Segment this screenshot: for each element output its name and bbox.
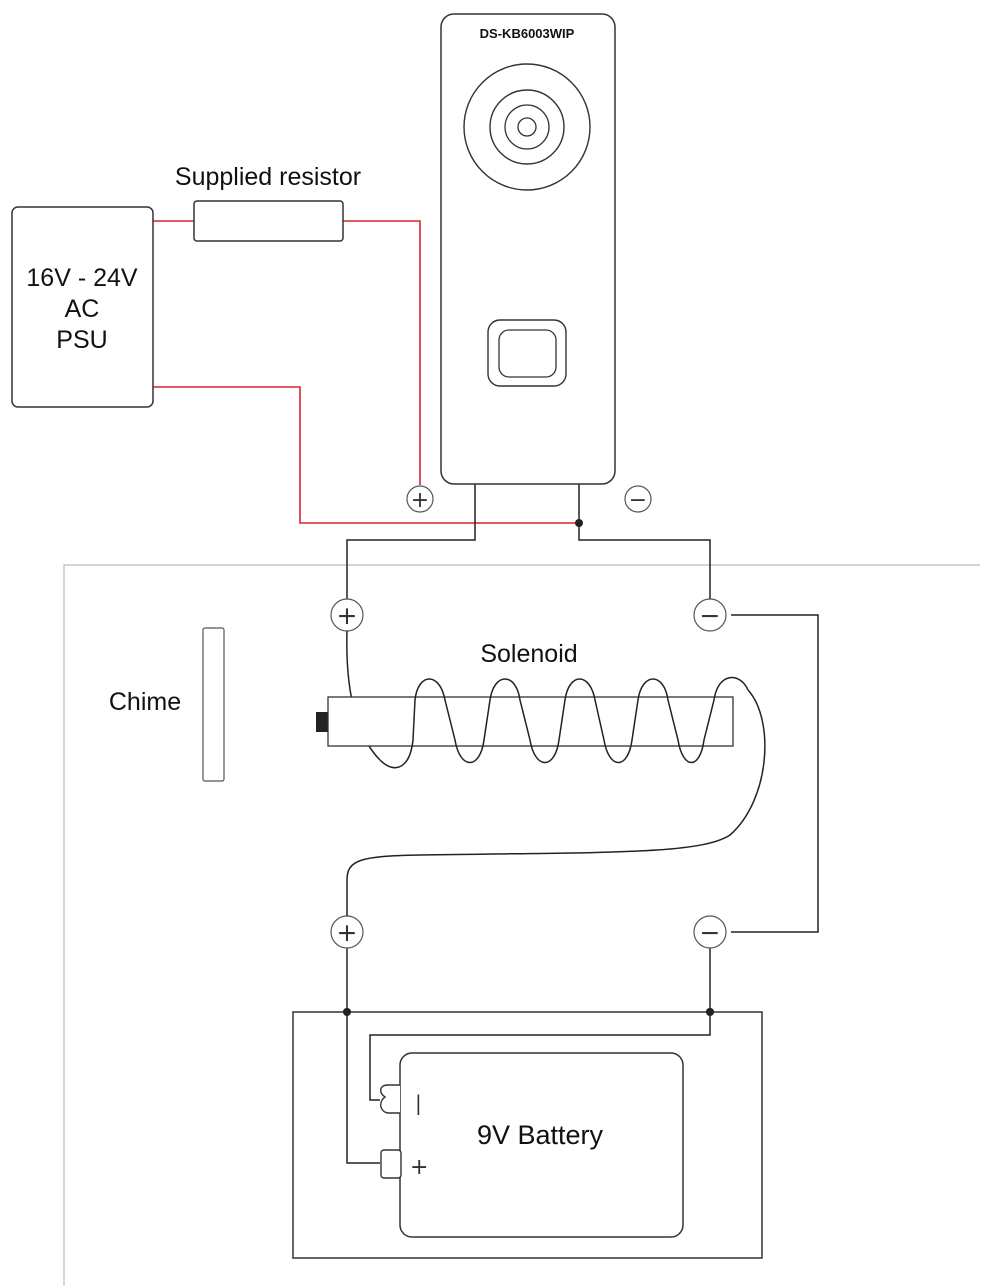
doorbell-plus-lead [346, 484, 476, 600]
chime-enclosure-outline [63, 564, 980, 1286]
solenoid-plunger-tip [316, 712, 330, 732]
chime-label: Chime [109, 688, 181, 716]
chime-minus-terminal-top [693, 598, 727, 632]
doorbell-device: DS-KB6003WIP [440, 13, 616, 485]
psu-label-line2: AC [65, 295, 100, 323]
solenoid-label: Solenoid [480, 640, 577, 668]
call-button-inner [498, 329, 557, 378]
resistor [193, 200, 344, 242]
battery-minus-snap [380, 1084, 400, 1114]
doorbell-minus-lead [578, 484, 711, 600]
battery-plus-mark: + [410, 1155, 428, 1180]
battery-plus-snap [380, 1149, 402, 1179]
psu-label-line1: 16V - 24V [26, 264, 138, 292]
chime-minus-terminal-bottom [693, 915, 727, 949]
battery-label: 9V Battery [477, 1120, 604, 1150]
battery-body [399, 1052, 684, 1238]
resistor-label: Supplied resistor [175, 163, 361, 191]
junction-dot [706, 1008, 714, 1016]
solenoid-core [327, 696, 734, 747]
battery-internal-leads [346, 1012, 711, 1164]
junction-dot [343, 1008, 351, 1016]
camera-lens [517, 117, 537, 137]
solenoid-coil [346, 676, 766, 916]
doorbell-minus-terminal [624, 485, 652, 513]
minus-return-wire [731, 614, 819, 933]
battery-minus-mark: | [415, 1091, 422, 1115]
psu-box [11, 206, 154, 408]
minus-symbol: − [700, 601, 721, 630]
plus-symbol: + [411, 488, 429, 513]
psu-to-minus-wire [153, 386, 579, 524]
doorbell-plus-terminal [406, 485, 434, 513]
power-wires [153, 220, 579, 524]
junction-dot [575, 519, 583, 527]
minus-symbol: − [700, 918, 721, 947]
plus-symbol: + [337, 918, 358, 947]
resistor-to-plus-wire [343, 220, 421, 485]
psu-label-line3: PSU [56, 326, 107, 354]
chime-bar [202, 627, 225, 782]
device-model-label: DS-KB6003WIP [480, 26, 575, 41]
plus-symbol: + [337, 601, 358, 630]
minus-symbol: − [629, 488, 647, 513]
